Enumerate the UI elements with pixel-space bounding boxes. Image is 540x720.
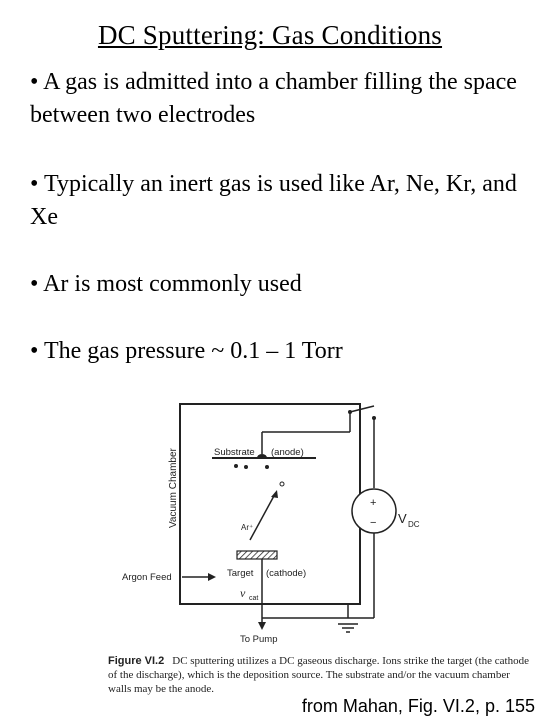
argon-feed-label: Argon Feed <box>122 572 172 583</box>
argon-feed-arrowhead <box>208 573 216 581</box>
ion-arrowhead <box>271 490 278 498</box>
sputtered-atom <box>279 481 285 487</box>
voltage-label: V <box>398 511 407 526</box>
bullet-gas-admitted: • A gas is admitted into a chamber filli… <box>30 69 517 128</box>
pump-label: To Pump <box>240 634 278 645</box>
figure-caption-label: Figure VI.2 <box>108 655 165 667</box>
anode-label: (anode) <box>271 447 304 458</box>
figure-source: from Mahan, Fig. VI.2, p. 155 <box>260 693 535 720</box>
substrate-mount <box>257 454 267 458</box>
pump-arrowhead <box>258 622 266 630</box>
dc-plus: + <box>370 497 376 509</box>
deposited-atom <box>244 465 248 469</box>
bullet-inert-gas: • Typically an inert gas is used like Ar… <box>30 171 517 230</box>
bullet-argon: • Ar is most commonly used <box>30 271 302 297</box>
cathode-label: (cathode) <box>266 568 306 579</box>
ion-label: Ar⁺ <box>241 523 253 532</box>
target-label: Target <box>227 568 254 579</box>
cathode-voltage-label: v <box>240 586 246 600</box>
voltage-subscript: DC <box>408 520 420 529</box>
deposited-atom <box>265 465 269 469</box>
chamber-label: Vacuum Chamber <box>168 447 179 528</box>
cathode-voltage-subscript: cat <box>249 595 258 602</box>
target-plate <box>236 550 278 560</box>
slide-title: DC Sputtering: Gas Conditions <box>97 20 443 50</box>
dc-minus: − <box>370 517 376 529</box>
substrate-label: Substrate <box>214 447 255 458</box>
deposited-atom <box>234 464 238 468</box>
bullet-pressure: • The gas pressure ~ 0.1 – 1 Torr <box>30 338 343 364</box>
figure-caption-text: DC sputtering utilizes a DC gaseous disc… <box>108 655 529 695</box>
switch-blade <box>349 405 375 413</box>
ion-trajectory <box>249 493 276 541</box>
